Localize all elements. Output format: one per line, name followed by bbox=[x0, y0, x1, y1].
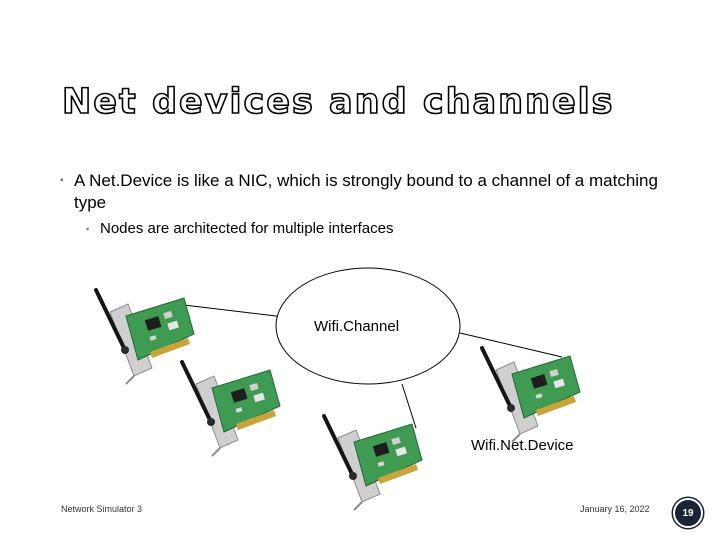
square-bullet-icon: ▪ bbox=[60, 175, 64, 186]
channel-ellipse bbox=[275, 267, 461, 385]
wifi-card-icon bbox=[480, 346, 582, 444]
sub-bullet-text: Nodes are architected for multiple inter… bbox=[100, 220, 394, 237]
wifi-card-icon bbox=[180, 360, 282, 458]
footer-course-name: Network Simulator 3 bbox=[61, 504, 143, 514]
slide-title: Net devices and channels bbox=[61, 81, 615, 123]
wifi-card-icon bbox=[322, 414, 424, 512]
square-bullet-icon: ▪ bbox=[86, 224, 90, 234]
net-device-label: Wifi.Net.Device bbox=[471, 437, 574, 454]
bullet-list-item: ▪ A Net.Device is like a NIC, which is s… bbox=[58, 170, 678, 214]
page-number-badge: 19 bbox=[673, 498, 703, 528]
connector-lines bbox=[183, 304, 563, 429]
bullet-text: A Net.Device is like a NIC, which is str… bbox=[74, 171, 658, 212]
footer-date: January 16, 2022 bbox=[580, 504, 650, 514]
sub-bullet-list-item: ▪ Nodes are architected for multiple int… bbox=[86, 219, 646, 239]
channel-label: Wifi.Channel bbox=[314, 318, 400, 335]
wifi-card-icon bbox=[94, 288, 196, 386]
